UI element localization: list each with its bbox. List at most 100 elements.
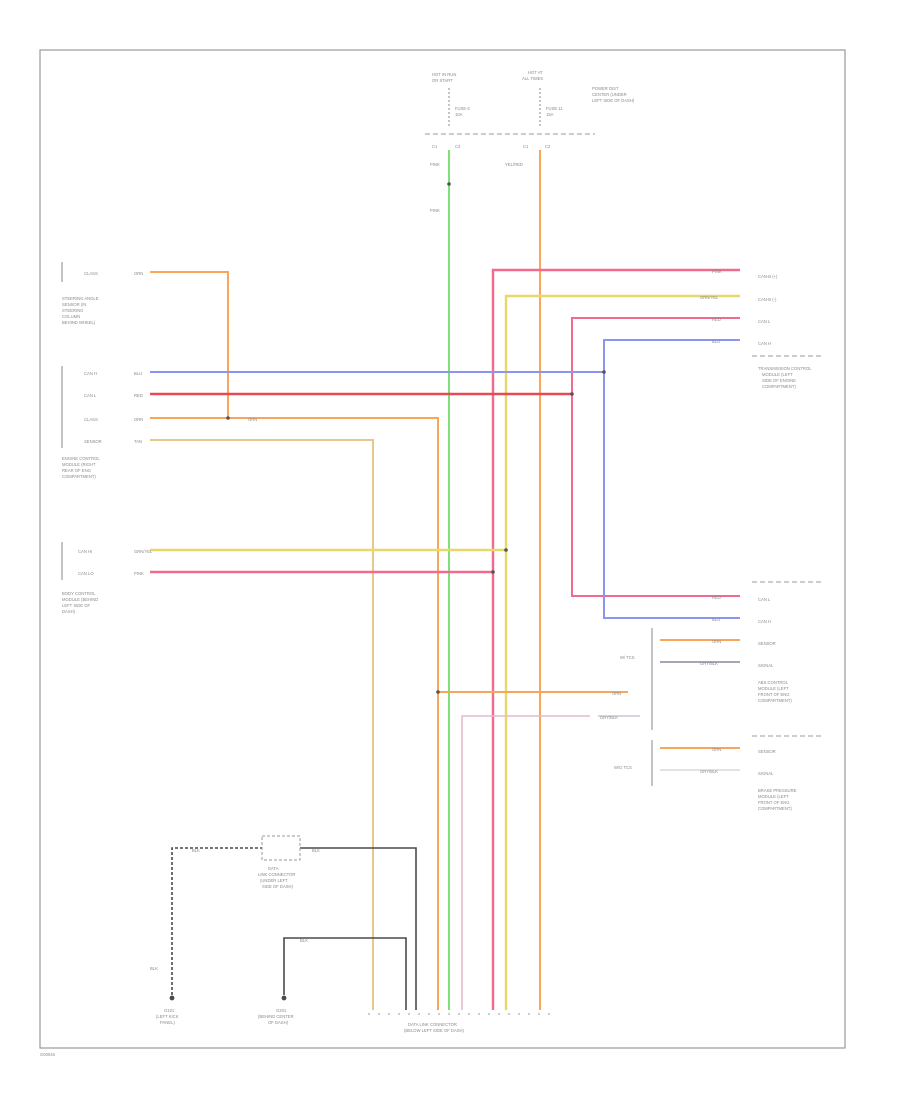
wire-ecm-tan: [150, 439, 374, 1010]
wire-label-pink-top: PINK: [430, 162, 440, 167]
footer-code: G00046: [40, 1052, 56, 1057]
ecm-pin-2: CAN L: [84, 393, 97, 398]
abs-wire-1: RED: [712, 595, 721, 600]
fuse-label-left-sub: OR START: [432, 78, 453, 83]
fuse-small-3: FUSE 11: [546, 106, 563, 111]
steering-text-4: COLUMN: [62, 314, 80, 319]
ground-g201-symbol: [281, 995, 287, 1001]
fuse-label-left-top: HOT IN RUN: [432, 72, 456, 77]
splice-c1-mid: C1: [523, 144, 529, 149]
brake-text-1: BRAKE PRESSURE: [758, 788, 797, 793]
abs-pin-2: CAN H: [758, 619, 771, 624]
brake-pin-2: SIGNAL: [758, 771, 774, 776]
ecm-text-4: COMPARTMENT): [62, 474, 96, 479]
abs-variant: W/ TCS: [620, 655, 635, 660]
abs-text-4: COMPARTMENT): [758, 698, 792, 703]
tcm-pin-1: CAN-B (+): [758, 274, 778, 279]
ecm-text-3: REAR OF ENG: [62, 468, 91, 473]
ground-wire-3: BLK: [300, 938, 308, 943]
ecm-pin-1: CAN H: [84, 371, 97, 376]
lower-text-1: BODY CONTROL: [62, 591, 96, 596]
brake-text-4: COMPARTMENT): [758, 806, 792, 811]
ground-2-text-1: G201: [276, 1008, 287, 1013]
fuse-small-4: 15A: [546, 112, 554, 117]
ground-1-text-3: PANEL): [160, 1020, 175, 1025]
steering-text-3: STEERING: [62, 308, 83, 313]
brake-wire-1: ORN: [712, 747, 721, 752]
wire-yellow-tcm: [504, 294, 740, 1010]
wire-steering-orange: [150, 271, 229, 418]
tcm-pin-4: CAN H: [758, 341, 771, 346]
fuse-caption-1: POWER DIST: [592, 86, 619, 91]
junction-text-3: (UNDER LEFT: [260, 878, 288, 883]
lower-wire-1: GRN/YEL: [134, 549, 153, 554]
ecm-wire-2: RED: [134, 393, 143, 398]
abs-pin-3: SENSOR: [758, 641, 776, 646]
transmission-control-module: PINK GRN/YEL RED BLU CAN-B (+) CAN-B (-)…: [700, 269, 822, 389]
abs-text-2: MODULE (LEFT: [758, 686, 789, 691]
abs-text-1: ABS CONTROL: [758, 680, 789, 685]
lower-pin-1: CAN HI: [78, 549, 92, 554]
steering-pin: CLASS: [84, 271, 98, 276]
wire-ground-top-right: [300, 847, 417, 1010]
junction-block: [261, 835, 301, 861]
lower-text-2: MODULE (BEHIND: [62, 597, 98, 602]
fuse-label-mid-sub: ALL TIMES: [522, 76, 543, 81]
wire-pink-tcm: [491, 268, 740, 1010]
data-link-connector: DATA LINK CONNECTOR (BELOW LEFT SIDE OF …: [368, 1013, 552, 1033]
ground-1-text-2: (LEFT KICK: [156, 1014, 179, 1019]
brake-pressure-module: ORN GRY/BLK SENSOR SIGNAL W/O TCS BRAKE …: [614, 735, 822, 811]
tcm-text-2: MODULE (LEFT: [762, 372, 793, 377]
brake-text-3: FRONT OF ENG: [758, 800, 790, 805]
dlc-text-1: DATA LINK CONNECTOR: [408, 1022, 457, 1027]
junction-text-1: DATA: [268, 866, 279, 871]
wire-ground-top: [171, 847, 262, 995]
tcm-wire-2: GRN/YEL: [700, 295, 719, 300]
brake-wire-2: GRY/BLK: [700, 769, 718, 774]
diagram-frame: [39, 49, 846, 1049]
lower-text-3: LEFT SIDE OF: [62, 603, 91, 608]
abs-pin-1: CAN L: [758, 597, 771, 602]
ground-2-text-2: (BEHIND CENTER: [258, 1014, 294, 1019]
tcm-text-3: SIDE OF ENGINE: [762, 378, 796, 383]
tcm-wire-1: PINK: [712, 269, 722, 274]
engine-control-module: CAN H CAN L CLASS SENSOR BLU RED ORN TAN…: [62, 371, 257, 479]
splice-c2-mid: C2: [545, 144, 551, 149]
lower-pin-2: CAN LO: [78, 571, 94, 576]
steering-text-5: BEHIND WHEEL): [62, 320, 96, 325]
steering-text-2: SENSOR (IN: [62, 302, 86, 307]
wire-ecm-orange: [150, 417, 439, 1010]
steering-module: CLASS ORN STEERING ANGLE SENSOR (IN STEE…: [62, 271, 143, 325]
fuse-small-2: 10A: [455, 112, 463, 117]
mid-wire-orn: ORN: [612, 691, 621, 696]
body-control-module: CAN HI CAN LO GRN/YEL PINK BODY CONTROL …: [62, 549, 153, 614]
wire-label-pink-mid: PINK: [430, 208, 440, 213]
ground-wire-2: BLK: [312, 848, 320, 853]
ground-wire-1: BLK: [192, 848, 200, 853]
tcm-wire-4: BLU: [712, 339, 720, 344]
ecm-wire-1: BLU: [134, 371, 142, 376]
splice-node: [447, 182, 451, 186]
brake-text-2: MODULE (LEFT: [758, 794, 789, 799]
brake-variant: W/O TCS: [614, 765, 632, 770]
ground-circuits: [169, 835, 417, 1010]
fuse-caption-2: CENTER (UNDER: [592, 92, 627, 97]
lower-wire-2: PINK: [134, 571, 144, 576]
junction-text-4: SIDE OF DASH): [262, 884, 294, 889]
wire-ground-lower: [283, 937, 407, 1010]
ground-labels: BLK BLK BLK BLK DATA LINK CONNECTOR (UND…: [150, 848, 320, 1025]
ground-2-text-3: OF DASH): [268, 1020, 289, 1025]
mid-wire-gry: GRY/BLK: [600, 715, 618, 720]
steering-text-1: STEERING ANGLE: [62, 296, 99, 301]
junction-text-2: LINK CONNECTOR: [258, 872, 295, 877]
wires: [150, 150, 740, 1010]
ground-g101-symbol: [169, 995, 175, 1001]
fuse-caption-3: LEFT SIDE OF DASH): [592, 98, 635, 103]
abs-wire-3: ORN: [712, 639, 721, 644]
wire-red-loop: [571, 317, 740, 597]
ecm-text-1: ENGINE CONTROL: [62, 456, 100, 461]
abs-text-3: FRONT OF ENG: [758, 692, 790, 697]
ecm-pin-4: SENSOR: [84, 439, 102, 444]
ecm-wire-3: ORN: [134, 417, 143, 422]
